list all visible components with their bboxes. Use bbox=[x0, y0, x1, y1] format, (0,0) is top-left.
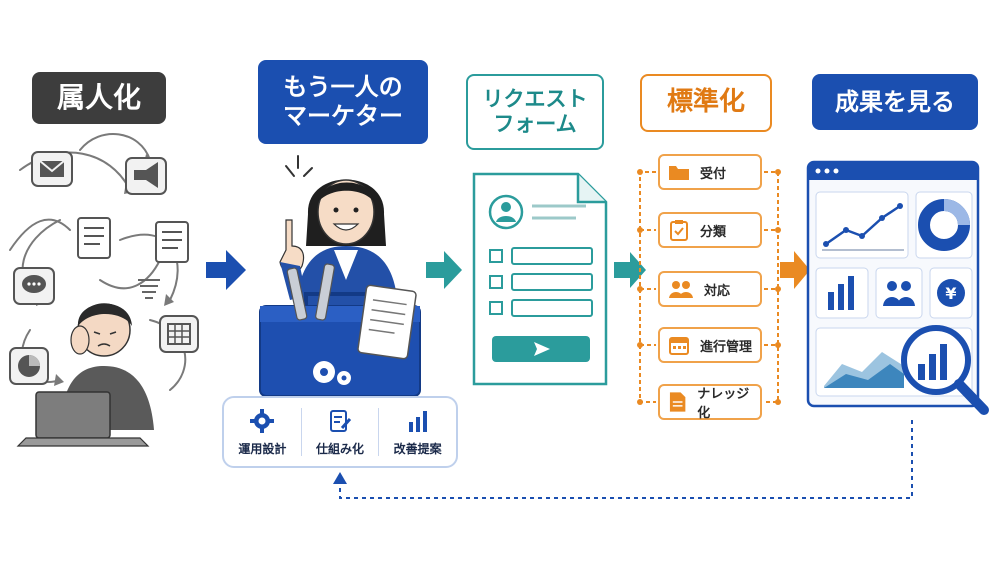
feedback-loop-arrowhead bbox=[333, 472, 347, 484]
std-step-label: 分類 bbox=[700, 224, 727, 240]
toolbox-icon bbox=[259, 263, 421, 397]
mail-icon bbox=[31, 151, 73, 187]
request-title-line2: フォーム bbox=[493, 112, 577, 136]
dashboard-illustration: ¥ bbox=[806, 160, 989, 415]
marketer-capabilities-card: 運用設計 仕組み化 改善提案 bbox=[222, 396, 458, 468]
capability-systematization: 仕組み化 bbox=[302, 398, 379, 466]
gear-icon bbox=[250, 408, 275, 433]
send-icon bbox=[534, 342, 550, 356]
feedback-loop-line bbox=[339, 420, 913, 499]
calendar-icon bbox=[669, 337, 689, 355]
yen-icon: ¥ bbox=[929, 267, 973, 319]
spreadsheet-icon bbox=[159, 315, 199, 353]
bar-chart-widget bbox=[815, 267, 869, 319]
marketer-title-line1: もう一人の bbox=[283, 73, 403, 102]
send-button bbox=[492, 336, 590, 362]
std-step-reception: 受付 bbox=[658, 154, 762, 190]
laptop-icon bbox=[16, 391, 150, 447]
marketer-illustration bbox=[259, 155, 421, 397]
request-title-line1: リクエスト bbox=[482, 86, 588, 111]
flow-arrow-4 bbox=[780, 251, 810, 289]
std-step-knowledge: ナレッジ化 bbox=[658, 384, 762, 421]
line-chart-widget bbox=[815, 191, 909, 259]
std-step-label: ナレッジ化 bbox=[697, 387, 750, 421]
document-icon bbox=[155, 221, 189, 263]
pie-chart-icon bbox=[9, 347, 49, 385]
divider bbox=[378, 408, 380, 456]
capability-label: 運用設計 bbox=[238, 441, 287, 456]
megaphone-icon bbox=[125, 157, 167, 195]
stage-title-standardize: 標準化 bbox=[640, 74, 772, 132]
request-form-illustration bbox=[472, 172, 608, 386]
chat-icon bbox=[13, 267, 55, 305]
document-icon bbox=[77, 217, 111, 259]
capability-improvement: 改善提案 bbox=[379, 398, 456, 466]
std-step-label: 対応 bbox=[704, 283, 731, 299]
people-icon bbox=[875, 267, 923, 319]
marketer-title-line2: マーケター bbox=[283, 102, 403, 130]
chaos-illustration bbox=[9, 133, 199, 447]
stage-title-results: 成果を見る bbox=[812, 74, 978, 130]
capability-label: 仕組み化 bbox=[316, 441, 365, 456]
divider bbox=[300, 408, 302, 456]
flow-arrow-2 bbox=[426, 251, 462, 289]
tornado-icon bbox=[138, 279, 160, 299]
bar-chart-icon bbox=[408, 410, 427, 432]
edit-document-icon bbox=[330, 409, 352, 432]
stage-title-marketer: もう一人の マーケター bbox=[258, 60, 428, 144]
magnifier-icon bbox=[901, 325, 989, 415]
document-icon bbox=[669, 392, 686, 412]
clipboard-check-icon bbox=[670, 220, 688, 241]
capability-operation-design: 運用設計 bbox=[224, 398, 301, 466]
currency-symbol: ¥ bbox=[945, 284, 956, 303]
std-step-classification: 分類 bbox=[658, 212, 762, 248]
flow-arrow-3 bbox=[614, 252, 646, 288]
user-avatar-icon bbox=[488, 194, 524, 230]
folder-icon bbox=[669, 166, 689, 180]
stage-title-request-form: リクエスト フォーム bbox=[466, 74, 604, 150]
std-bracket-left bbox=[639, 171, 656, 403]
capability-label: 改善提案 bbox=[393, 441, 442, 456]
people-icon bbox=[669, 281, 693, 298]
donut-chart-widget bbox=[915, 191, 973, 259]
std-step-label: 受付 bbox=[700, 166, 727, 182]
std-step-response: 対応 bbox=[658, 271, 762, 307]
stage-title-zokujinka: 属人化 bbox=[32, 72, 166, 124]
flow-arrow-1 bbox=[206, 250, 246, 290]
std-step-label: 進行管理 bbox=[700, 339, 753, 355]
std-step-progress-management: 進行管理 bbox=[658, 327, 762, 363]
